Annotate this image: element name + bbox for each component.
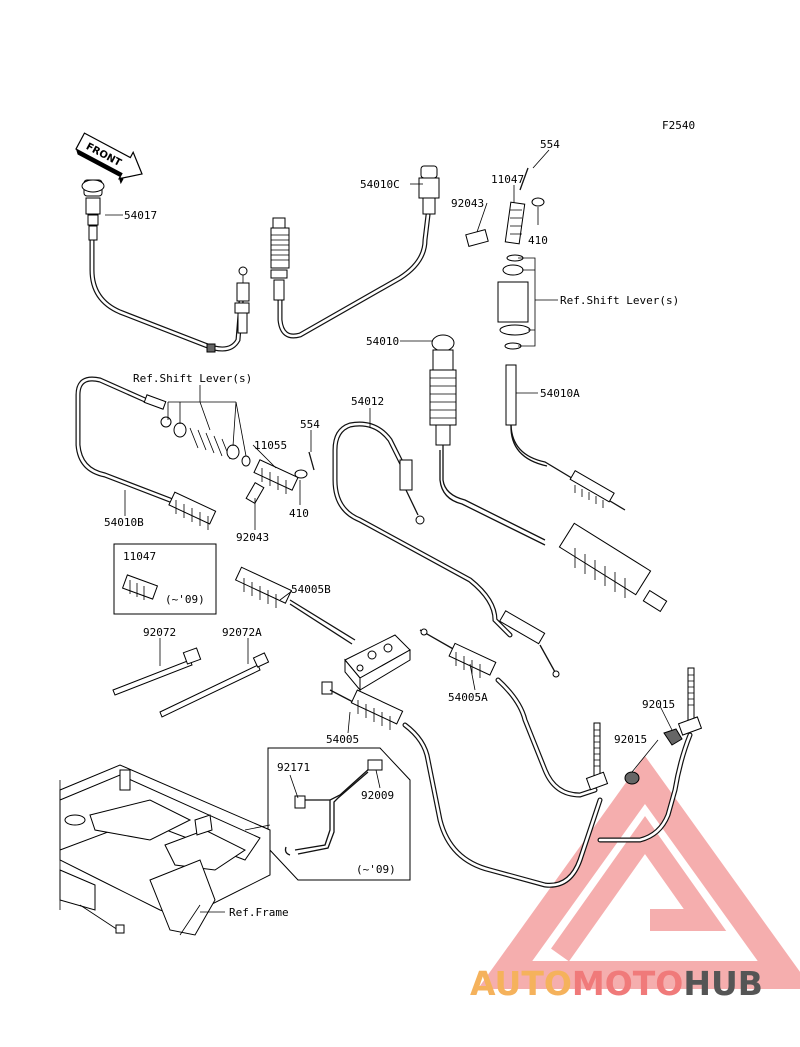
label-09-box1: (~'09) bbox=[165, 593, 205, 606]
label-92072: 92072 bbox=[143, 626, 176, 639]
label-54005: 54005 bbox=[326, 733, 359, 746]
label-ref-shift-lever-left: Ref.Shift Lever(s) bbox=[133, 372, 252, 385]
label-54012: 54012 bbox=[351, 395, 384, 408]
label-54017: 54017 bbox=[124, 209, 157, 222]
watermark-logo: AUTOMOTOHUB bbox=[470, 755, 800, 1003]
cable-54010B bbox=[75, 376, 217, 530]
svg-text:AUTOMOTOHUB: AUTOMOTOHUB bbox=[470, 964, 763, 1003]
figure-code: F2540 bbox=[662, 119, 695, 132]
leader-lines bbox=[105, 149, 673, 913]
cable-54005 bbox=[321, 681, 603, 888]
box-11047-09 bbox=[113, 543, 217, 615]
cable-54010 bbox=[429, 334, 668, 613]
watermark-text-hub: HUB bbox=[683, 964, 763, 1003]
label-54005B: 54005B bbox=[291, 583, 331, 596]
label-554-top: 554 bbox=[540, 138, 560, 151]
front-arrow-icon: FRONT bbox=[75, 132, 143, 185]
label-92043-mid: 92043 bbox=[236, 531, 269, 544]
label-92015-b: 92015 bbox=[614, 733, 647, 746]
label-11055: 11055 bbox=[254, 439, 287, 452]
label-554-mid: 554 bbox=[300, 418, 320, 431]
watermark-triangle bbox=[477, 755, 800, 989]
frame-illustration bbox=[59, 764, 271, 936]
cable-54010A bbox=[505, 364, 626, 511]
label-92072A: 92072A bbox=[222, 626, 262, 639]
label-54010A: 54010A bbox=[540, 387, 580, 400]
watermark-text-auto: AUTO bbox=[470, 964, 572, 1003]
label-410-mid: 410 bbox=[289, 507, 309, 520]
cable-54012 bbox=[332, 421, 560, 678]
label-54010C: 54010C bbox=[360, 178, 400, 191]
watermark-inner-shape bbox=[551, 815, 727, 962]
cable-54005B bbox=[234, 566, 356, 645]
label-54005A: 54005A bbox=[448, 691, 488, 704]
label-54010B: 54010B bbox=[104, 516, 144, 529]
label-09-box2: (~'09) bbox=[356, 863, 396, 876]
watermark-text-moto: MOTO bbox=[572, 964, 683, 1003]
part-labels: 554 11047 54010C 92043 410 54017 Ref.Shi… bbox=[104, 138, 679, 919]
shift-lever-parts-left bbox=[160, 416, 315, 504]
label-11047-box: 11047 bbox=[123, 550, 156, 563]
tie-straps bbox=[112, 647, 270, 718]
label-92171: 92171 bbox=[277, 761, 310, 774]
cable-54010C bbox=[270, 165, 440, 339]
label-92009: 92009 bbox=[361, 789, 394, 802]
label-ref-shift-lever-right: Ref.Shift Lever(s) bbox=[560, 294, 679, 307]
label-92043-top: 92043 bbox=[451, 197, 484, 210]
label-410-top: 410 bbox=[528, 234, 548, 247]
cable-54017 bbox=[81, 179, 250, 353]
label-ref-frame: Ref.Frame bbox=[229, 906, 289, 919]
label-92015-a: 92015 bbox=[642, 698, 675, 711]
label-11047-top: 11047 bbox=[491, 173, 524, 186]
brake-rods-right bbox=[585, 667, 703, 843]
cable-54005A bbox=[419, 628, 598, 798]
label-54010: 54010 bbox=[366, 335, 399, 348]
junction-block bbox=[344, 634, 411, 692]
shift-lever-parts-top bbox=[465, 167, 545, 350]
